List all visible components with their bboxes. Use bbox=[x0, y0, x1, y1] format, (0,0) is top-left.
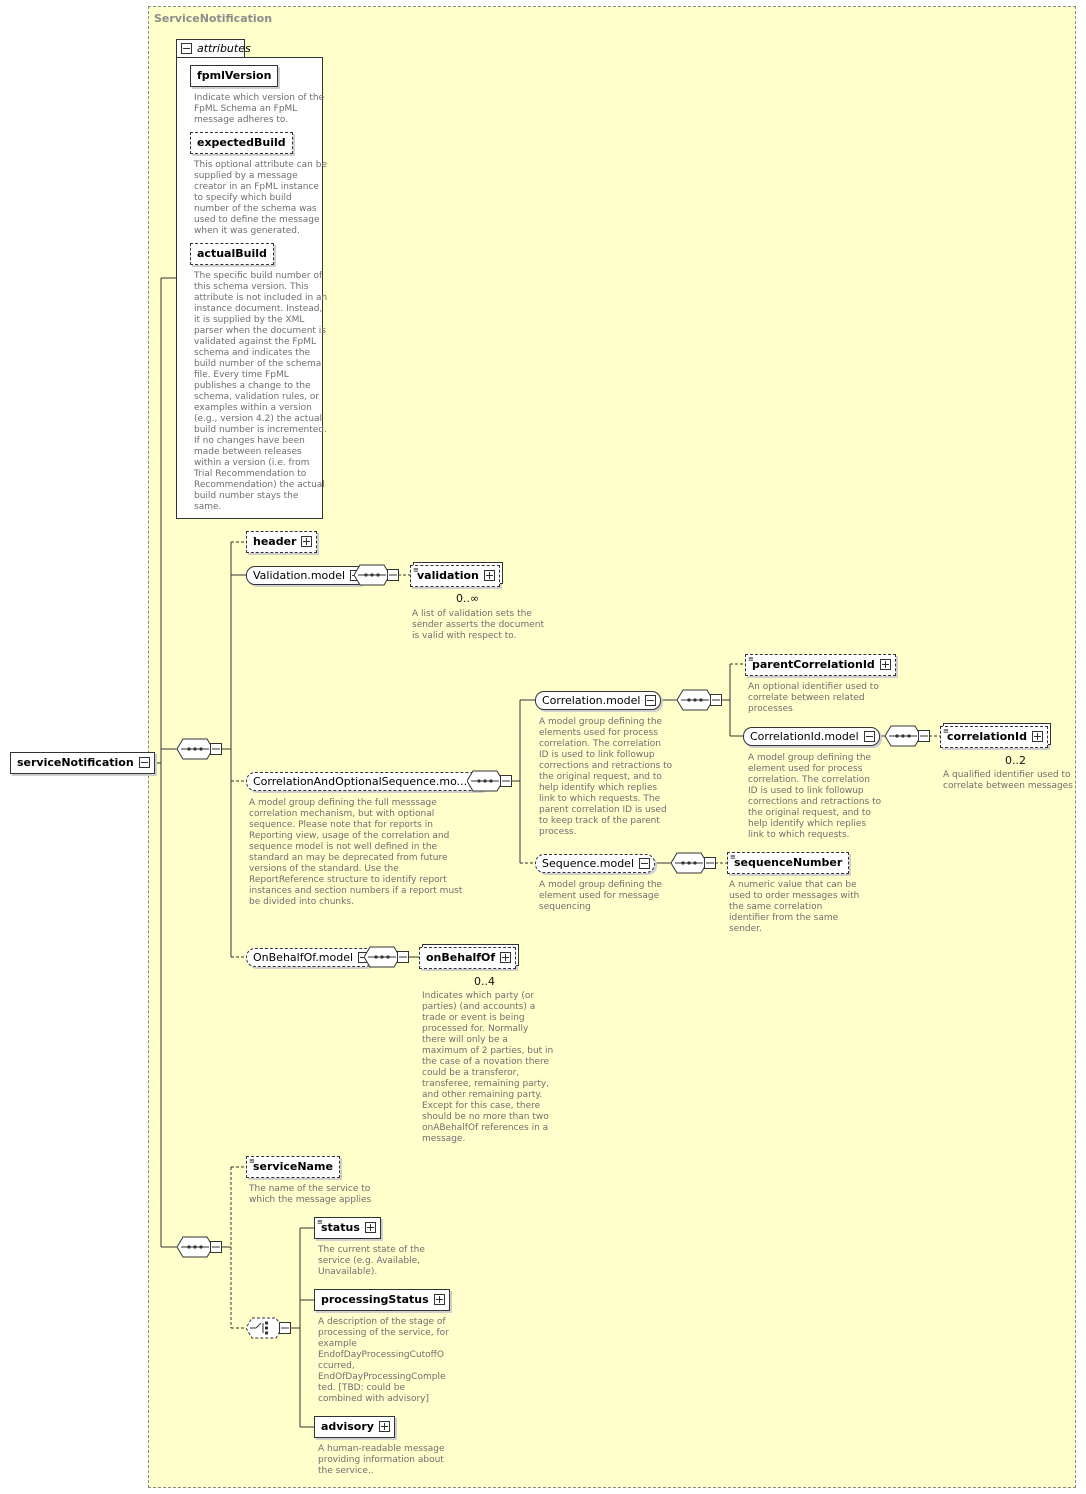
element-description: The current state of the service (e.g. A… bbox=[318, 1245, 425, 1277]
attribute-description: The specific build number of this schema… bbox=[194, 271, 328, 512]
attribute-marker-icon: ≡ bbox=[413, 566, 419, 574]
expand-icon[interactable] bbox=[364, 1222, 376, 1233]
expand-icon[interactable] bbox=[433, 1294, 445, 1305]
collapse-icon[interactable] bbox=[639, 858, 651, 869]
collapse-icon[interactable] bbox=[181, 43, 192, 54]
root-element-service-notification[interactable]: serviceNotification bbox=[10, 752, 155, 774]
complex-type-title: ServiceNotification bbox=[154, 12, 273, 25]
element-label: sequenceNumber bbox=[734, 856, 843, 869]
element-advisory[interactable]: advisory bbox=[314, 1416, 395, 1438]
element-label: correlationId bbox=[947, 730, 1027, 743]
expand-icon[interactable] bbox=[1031, 731, 1043, 742]
group-label: CorrelationAndOptionalSequence.mo... bbox=[253, 775, 468, 788]
element-service-name[interactable]: ≡ serviceName bbox=[246, 1156, 340, 1178]
element-processing-status[interactable]: processingStatus bbox=[314, 1289, 450, 1311]
element-description: An optional identifier used to correlate… bbox=[748, 682, 879, 714]
element-label: advisory bbox=[321, 1420, 374, 1433]
group-description: A model group defining the elements used… bbox=[539, 717, 673, 837]
expand-icon[interactable] bbox=[483, 570, 495, 581]
attribute-expected-build[interactable]: expectedBuild bbox=[190, 132, 293, 154]
element-label: processingStatus bbox=[321, 1293, 429, 1306]
element-label: validation bbox=[417, 569, 479, 582]
attribute-marker-icon: ≡ bbox=[748, 655, 754, 663]
group-label: CorrelationId.model bbox=[750, 730, 859, 743]
group-correlation-model[interactable]: Correlation.model bbox=[535, 691, 662, 710]
sequence-compositor-icon[interactable] bbox=[677, 689, 722, 711]
group-description: A model group defining the full messsage… bbox=[249, 798, 463, 907]
expand-icon[interactable] bbox=[500, 952, 512, 963]
element-label: status bbox=[321, 1221, 360, 1234]
group-validation-model[interactable]: Validation.model bbox=[246, 566, 367, 585]
cardinality-label: 0..4 bbox=[474, 975, 495, 988]
group-label: OnBehalfOf.model bbox=[253, 951, 354, 964]
sequence-compositor-icon[interactable] bbox=[177, 1236, 222, 1258]
sequence-compositor-icon[interactable] bbox=[467, 770, 512, 792]
element-description: A human-readable message providing infor… bbox=[318, 1444, 445, 1476]
element-status[interactable]: ≡ status bbox=[314, 1217, 381, 1239]
attribute-marker-icon: ≡ bbox=[249, 1157, 255, 1165]
sequence-compositor-icon[interactable] bbox=[671, 852, 716, 874]
element-description: A list of validation sets the sender ass… bbox=[412, 609, 544, 641]
element-description: A numeric value that can be used to orde… bbox=[729, 880, 860, 934]
expand-icon[interactable] bbox=[378, 1421, 390, 1432]
attribute-label: fpmlVersion bbox=[197, 69, 272, 82]
group-on-behalf-of-model[interactable]: OnBehalfOf.model bbox=[246, 948, 375, 967]
group-label: Sequence.model bbox=[542, 857, 635, 870]
element-label: onBehalfOf bbox=[426, 951, 496, 964]
cardinality-label: 0..∞ bbox=[456, 592, 480, 605]
element-label: serviceName bbox=[253, 1160, 333, 1173]
element-on-behalf-of[interactable]: onBehalfOf bbox=[419, 947, 517, 969]
attribute-marker-icon: ≡ bbox=[943, 727, 949, 735]
collapse-icon[interactable] bbox=[645, 695, 657, 706]
attribute-marker-icon: ≡ bbox=[730, 853, 736, 861]
attribute-marker-icon: ≡ bbox=[317, 1218, 323, 1226]
attributes-tab-label: attributes bbox=[197, 42, 251, 55]
expand-icon[interactable] bbox=[879, 659, 891, 670]
group-correlation-id-model[interactable]: CorrelationId.model bbox=[743, 727, 880, 746]
attribute-description: This optional attribute can be supplied … bbox=[194, 160, 327, 236]
element-description: A qualified identifier used to correlate… bbox=[943, 770, 1073, 791]
element-label: header bbox=[253, 535, 297, 548]
sequence-compositor-icon[interactable] bbox=[364, 946, 409, 968]
sequence-compositor-icon[interactable] bbox=[177, 738, 222, 760]
element-sequence-number[interactable]: ≡ sequenceNumber bbox=[727, 852, 850, 874]
group-sequence-model[interactable]: Sequence.model bbox=[535, 854, 656, 873]
collapse-icon[interactable] bbox=[138, 757, 150, 768]
element-parent-correlation-id[interactable]: ≡ parentCorrelationId bbox=[745, 654, 896, 676]
choice-compositor-icon[interactable] bbox=[246, 1317, 291, 1339]
attribute-label: expectedBuild bbox=[197, 136, 286, 149]
group-correlation-and-optional-sequence[interactable]: CorrelationAndOptionalSequence.mo... bbox=[246, 772, 489, 791]
collapse-icon[interactable] bbox=[863, 731, 875, 742]
attribute-actual-build[interactable]: actualBuild bbox=[190, 243, 274, 265]
group-description: A model group defining the element used … bbox=[539, 880, 663, 912]
element-validation[interactable]: ≡ validation bbox=[410, 565, 500, 587]
expand-icon[interactable] bbox=[301, 536, 313, 547]
element-header[interactable]: header bbox=[246, 531, 318, 553]
group-label: Validation.model bbox=[253, 569, 346, 582]
sequence-compositor-icon[interactable] bbox=[885, 725, 930, 747]
element-description: Indicates which party (or parties) (and … bbox=[422, 991, 554, 1144]
sequence-compositor-icon[interactable] bbox=[354, 564, 399, 586]
element-description: A description of the stage of processing… bbox=[318, 1317, 449, 1404]
element-correlation-id[interactable]: ≡ correlationId bbox=[940, 726, 1048, 748]
element-description: The name of the service to which the mes… bbox=[249, 1184, 372, 1205]
cardinality-label: 0..2 bbox=[1005, 754, 1026, 767]
group-description: A model group defining the element used … bbox=[748, 753, 882, 840]
attributes-tab[interactable]: attributes bbox=[176, 39, 251, 58]
root-label: serviceNotification bbox=[17, 756, 134, 769]
element-label: parentCorrelationId bbox=[752, 658, 875, 671]
attribute-description: Indicate which version of the FpML Schem… bbox=[194, 93, 325, 125]
attribute-label: actualBuild bbox=[197, 247, 267, 260]
attribute-fpml-version[interactable]: fpmlVersion bbox=[190, 65, 279, 87]
group-label: Correlation.model bbox=[542, 694, 641, 707]
